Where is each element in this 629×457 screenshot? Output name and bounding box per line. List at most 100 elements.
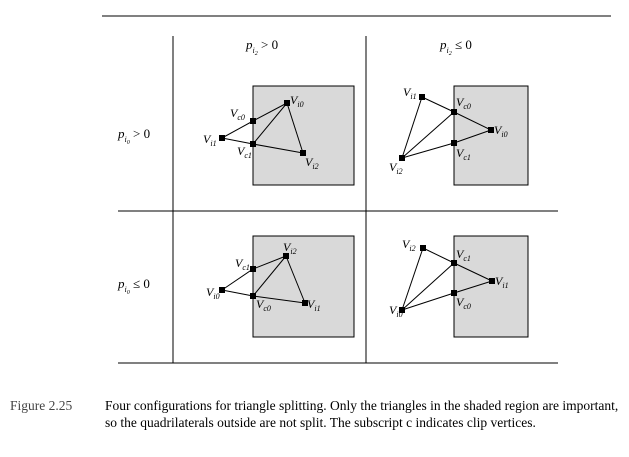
row-header-2-base: p bbox=[117, 276, 125, 291]
vertex-label-vi2: Vi2 bbox=[389, 160, 403, 176]
row-header-2-sub: i bbox=[125, 285, 127, 294]
edge-vi2-vi0 bbox=[401, 247, 424, 311]
vertex-label-vi0: Vi0 bbox=[494, 123, 508, 139]
row-header-2-rel: ≤ 0 bbox=[130, 276, 150, 291]
vertex-label-vi2: Vi2 bbox=[402, 237, 416, 253]
shaded-region-bottom-left bbox=[252, 235, 355, 338]
vertex-label-sub: i bbox=[312, 162, 314, 171]
vertex-label-subsub: 1 bbox=[317, 304, 321, 313]
column-header-2-rel: ≤ 0 bbox=[452, 37, 472, 52]
vertex-marker bbox=[420, 245, 426, 251]
vertex-marker bbox=[419, 94, 425, 100]
vertex-marker bbox=[489, 278, 495, 284]
vertex-marker bbox=[219, 287, 225, 293]
vertex-label-base: V bbox=[256, 297, 265, 311]
vertex-label-sub: i bbox=[297, 100, 299, 109]
shaded-region-bottom-right bbox=[453, 235, 529, 338]
vertex-label-subsub: 0 bbox=[467, 302, 471, 311]
vertex-marker bbox=[250, 266, 256, 272]
row-header-1-sub: i bbox=[125, 135, 127, 144]
diagonal-vc0-vi2 bbox=[252, 255, 287, 297]
vertex-label-vc0: Vc0 bbox=[456, 95, 471, 111]
vertex-label-subsub: 2 bbox=[412, 244, 416, 253]
row-header-1-subsub: 0 bbox=[127, 140, 130, 146]
vertex-label-subsub: 0 bbox=[241, 113, 245, 122]
vertex-label-sub: i bbox=[409, 244, 411, 253]
row-header-1: pi0 > 0 bbox=[117, 126, 150, 146]
vertex-label-sub: i bbox=[290, 247, 292, 256]
figure-caption: Figure 2.25 Four configurations for tria… bbox=[10, 397, 622, 431]
vertex-marker bbox=[300, 150, 306, 156]
vertex-label-vi0: Vi0 bbox=[389, 303, 403, 319]
column-header-2-sub: i bbox=[447, 46, 449, 55]
column-header-2-subsub: 2 bbox=[449, 51, 452, 57]
diagonal-vi0-vc1 bbox=[401, 262, 455, 311]
vertex-label-base: V bbox=[307, 297, 316, 311]
edge-vi2-vi1 bbox=[285, 255, 306, 304]
vertex-label-subsub: 1 bbox=[467, 254, 471, 263]
vertex-marker bbox=[451, 260, 457, 266]
figure-number: Figure 2.25 bbox=[10, 398, 73, 413]
vertex-label-sub: i bbox=[396, 167, 398, 176]
vertex-marker bbox=[399, 155, 405, 161]
vertex-label-vc0: Vc0 bbox=[256, 297, 271, 313]
vertex-label-vc0: Vc0 bbox=[456, 295, 471, 311]
vertex-label-vi1: Vi1 bbox=[403, 85, 417, 101]
vertex-label-vi1: Vi1 bbox=[203, 132, 217, 148]
vertex-label-base: V bbox=[237, 144, 246, 158]
vertex-marker bbox=[250, 118, 256, 124]
vertex-label-sub: i bbox=[314, 304, 316, 313]
vertex-label-subsub: 1 bbox=[246, 263, 250, 272]
vertex-label-vi2: Vi2 bbox=[283, 240, 297, 256]
vertex-label-subsub: 0 bbox=[300, 100, 304, 109]
triangle-splitting-figure: pi2 > 0 pi2 ≤ 0 pi0 > 0 pi0 ≤ 0 Vi0 Vi1 … bbox=[102, 15, 611, 364]
vertex-label-sub: c bbox=[463, 102, 467, 111]
vertex-label-sub: c bbox=[463, 254, 467, 263]
vertex-label-subsub: 1 bbox=[248, 151, 252, 160]
vertex-label-sub: c bbox=[463, 153, 467, 162]
vertex-label-base: V bbox=[494, 123, 503, 137]
vertex-label-sub: c bbox=[242, 263, 246, 272]
vertex-label-vc1: Vc1 bbox=[456, 247, 471, 263]
vertex-marker bbox=[488, 127, 494, 133]
vertex-label-sub: i bbox=[210, 139, 212, 148]
vertex-label-base: V bbox=[290, 93, 299, 107]
vertex-label-subsub: 2 bbox=[399, 167, 403, 176]
vertex-label-vi0: Vi0 bbox=[290, 93, 304, 109]
vertex-label-sub: i bbox=[213, 292, 215, 301]
vertex-label-subsub: 0 bbox=[267, 304, 271, 313]
shaded-region-top-right bbox=[453, 85, 529, 186]
vertex-label-base: V bbox=[402, 237, 411, 251]
vertex-marker bbox=[284, 100, 290, 106]
vertex-label-base: V bbox=[456, 95, 465, 109]
row-header-2: pi0 ≤ 0 bbox=[117, 276, 150, 296]
caption-text: Four configurations for triangle splitti… bbox=[105, 398, 619, 430]
column-header-1-base: p bbox=[245, 37, 253, 52]
column-header-1-sub: i bbox=[253, 46, 255, 55]
column-header-1: pi2 > 0 bbox=[245, 37, 278, 57]
vertex-label-vi1: Vi1 bbox=[495, 274, 509, 290]
vertex-label-vc1: Vc1 bbox=[235, 256, 250, 272]
vertex-label-subsub: 1 bbox=[505, 281, 509, 290]
vertex-label-sub: c bbox=[237, 113, 241, 122]
vertex-label-subsub: 0 bbox=[216, 292, 220, 301]
column-header-2: pi2 ≤ 0 bbox=[439, 37, 472, 57]
vertex-label-base: V bbox=[305, 155, 314, 169]
vertex-label-subsub: 2 bbox=[315, 162, 319, 171]
column-header-2-base: p bbox=[439, 37, 447, 52]
vertex-label-sub: i bbox=[502, 281, 504, 290]
vertex-label-subsub: 2 bbox=[293, 247, 297, 256]
vertex-label-subsub: 1 bbox=[467, 153, 471, 162]
vertex-marker bbox=[250, 293, 256, 299]
vertex-label-vc0: Vc0 bbox=[230, 106, 245, 122]
edge-vi0-vi2 bbox=[286, 102, 304, 154]
vertex-marker bbox=[399, 307, 405, 313]
vertex-label-sub: i bbox=[396, 310, 398, 319]
vertex-label-sub: c bbox=[244, 151, 248, 160]
vertex-label-vi2: Vi2 bbox=[305, 155, 319, 171]
edge-vc1-vi2 bbox=[252, 143, 304, 154]
vertex-label-base: V bbox=[389, 160, 398, 174]
vertex-label-vi0: Vi0 bbox=[206, 285, 220, 301]
vertex-marker bbox=[302, 300, 308, 306]
vertex-label-base: V bbox=[389, 303, 398, 317]
